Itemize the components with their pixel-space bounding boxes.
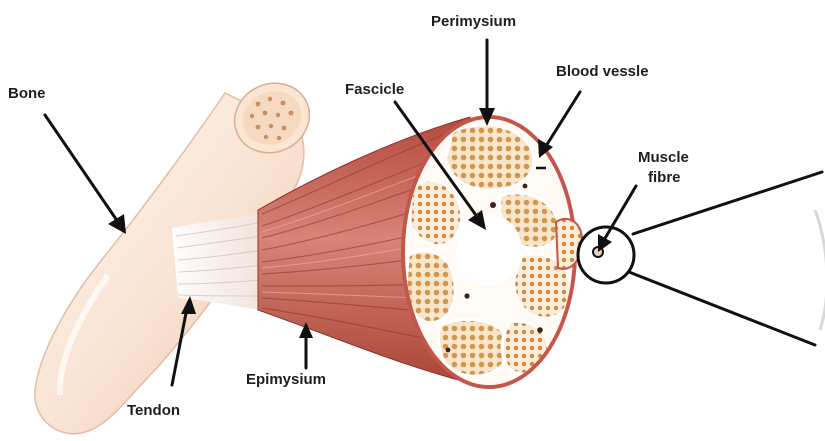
label-tendon: Tendon	[127, 402, 180, 419]
tendon-fibers-illustration	[172, 212, 262, 310]
magnifier-circle	[578, 172, 825, 345]
label-fascicle: Fascicle	[345, 81, 404, 98]
bone-pointer	[45, 115, 126, 234]
label-perimysium: Perimysium	[431, 13, 516, 30]
label-muscle-fibre-line1: Muscle	[638, 149, 689, 166]
label-epimysium: Epimysium	[246, 371, 326, 388]
label-bone: Bone	[8, 85, 46, 102]
label-blood-vessel: Blood vessle	[556, 63, 649, 80]
perimysium-pointer	[479, 40, 495, 126]
label-muscle-fibre-line2: fibre	[648, 169, 681, 186]
